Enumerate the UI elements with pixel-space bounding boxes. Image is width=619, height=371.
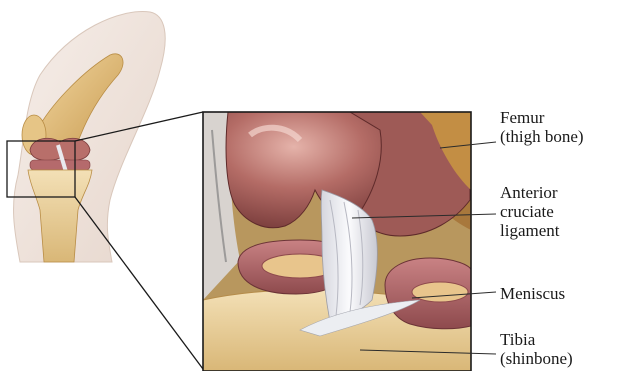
meniscus-small <box>30 160 90 170</box>
acl-label: Anterior cruciate ligament <box>500 183 559 240</box>
tibia-label-line2: (shinbone) <box>500 349 573 368</box>
meniscus-label: Meniscus <box>500 284 565 303</box>
tibia-label: Tibia (shinbone) <box>500 330 573 368</box>
femur-label-line2: (thigh bone) <box>500 127 584 146</box>
meniscus-label-line1: Meniscus <box>500 284 565 303</box>
leg-overview <box>7 12 165 262</box>
acl-label-line1: Anterior <box>500 183 559 202</box>
zoom-connector-bottom <box>75 197 203 369</box>
femur-label-line1: Femur <box>500 108 584 127</box>
meniscus-lateral-hole <box>412 282 468 302</box>
acl-label-line2: cruciate <box>500 202 559 221</box>
tibia-label-line1: Tibia <box>500 330 573 349</box>
femur-label: Femur (thigh bone) <box>500 108 584 146</box>
knee-joint-detail <box>203 112 471 371</box>
acl-label-line3: ligament <box>500 221 559 240</box>
